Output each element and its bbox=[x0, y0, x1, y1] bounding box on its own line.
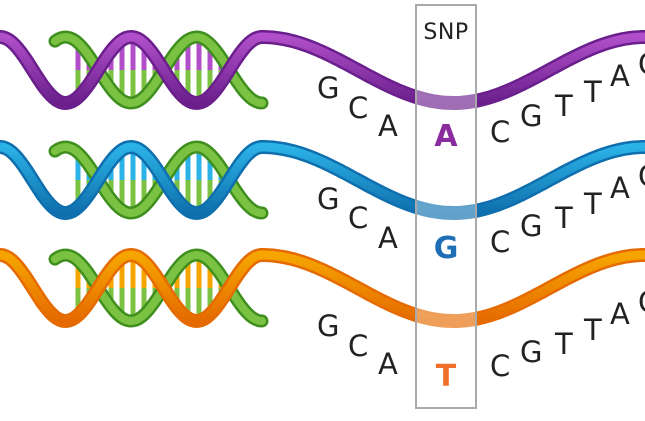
strand-2-snp-base: G bbox=[433, 231, 459, 266]
main-strand-highlight bbox=[0, 32, 645, 108]
strand-1-base: C bbox=[490, 115, 511, 149]
strand-2-base: C bbox=[490, 225, 511, 259]
strand-1-base: T bbox=[584, 75, 602, 109]
strand-3-base: T bbox=[584, 313, 602, 347]
strand-2-helix bbox=[0, 139, 645, 221]
strand-2-base: C bbox=[348, 201, 369, 235]
strand-3-base: C bbox=[638, 288, 645, 317]
strand-1-snp-base: A bbox=[434, 119, 458, 154]
strand-1-base: G bbox=[520, 99, 543, 133]
snp-highlight-box bbox=[415, 4, 477, 409]
strand-3-base: C bbox=[490, 349, 511, 383]
strand-3-base: C bbox=[348, 329, 369, 363]
strand-3-snp-base: T bbox=[435, 359, 457, 394]
strand-2-base: A bbox=[378, 221, 398, 255]
strand-1-helix bbox=[0, 29, 645, 111]
main-strand-highlight bbox=[0, 142, 645, 218]
strand-1-base: A bbox=[378, 109, 398, 143]
snp-label: SNP bbox=[423, 20, 469, 45]
strand-1-base: C bbox=[638, 50, 645, 79]
strand-2-base: G bbox=[317, 182, 340, 216]
strand-3-base: A bbox=[378, 347, 398, 381]
strand-3-base: A bbox=[610, 297, 630, 331]
strand-2-base: G bbox=[520, 209, 543, 243]
strand-3-base: T bbox=[555, 327, 573, 361]
strand-1-base: A bbox=[610, 59, 630, 93]
strand-3-base: G bbox=[317, 309, 340, 343]
strand-2-base: T bbox=[555, 201, 573, 235]
strand-1-base: G bbox=[317, 71, 340, 105]
main-strand-highlight bbox=[0, 250, 645, 326]
strand-2-base: A bbox=[610, 171, 630, 205]
strand-1-base: T bbox=[555, 89, 573, 123]
strand-3-base: G bbox=[520, 335, 543, 369]
strand-2-base: T bbox=[584, 187, 602, 221]
strand-1-base: C bbox=[348, 91, 369, 125]
strand-3-helix bbox=[0, 247, 645, 329]
strand-2-base: C bbox=[638, 162, 645, 191]
